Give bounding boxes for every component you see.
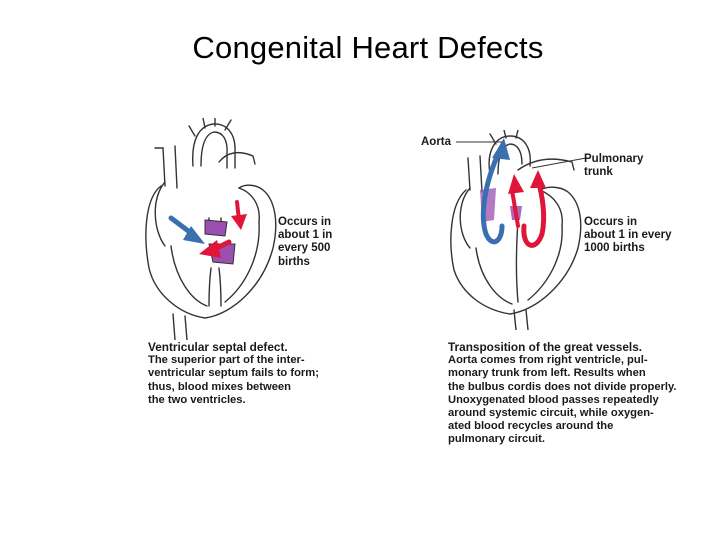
transposition-caption-heading: Transposition of the great vessels. — [448, 340, 643, 354]
transposition-caption: Transposition of the great vessels. Aort… — [448, 340, 677, 446]
vsd-caption: Ventricular septal defect. The superior … — [148, 340, 319, 406]
transposition-occurrence-label: Occurs in about 1 in every 1000 births — [584, 216, 672, 255]
pulmonary-trunk-label: Pulmonary trunk — [584, 153, 644, 179]
vsd-heart-illustration — [145, 118, 277, 340]
aorta-label: Aorta — [421, 136, 452, 148]
vsd-caption-heading: Ventricular septal defect. — [148, 340, 288, 354]
leader-lines — [456, 141, 587, 169]
transposition-heart-illustration — [450, 130, 582, 330]
slide-title: Congenital Heart Defects — [192, 30, 544, 65]
vsd-occurrence-label: Occurs in about 1 in every 500 births — [278, 216, 333, 268]
